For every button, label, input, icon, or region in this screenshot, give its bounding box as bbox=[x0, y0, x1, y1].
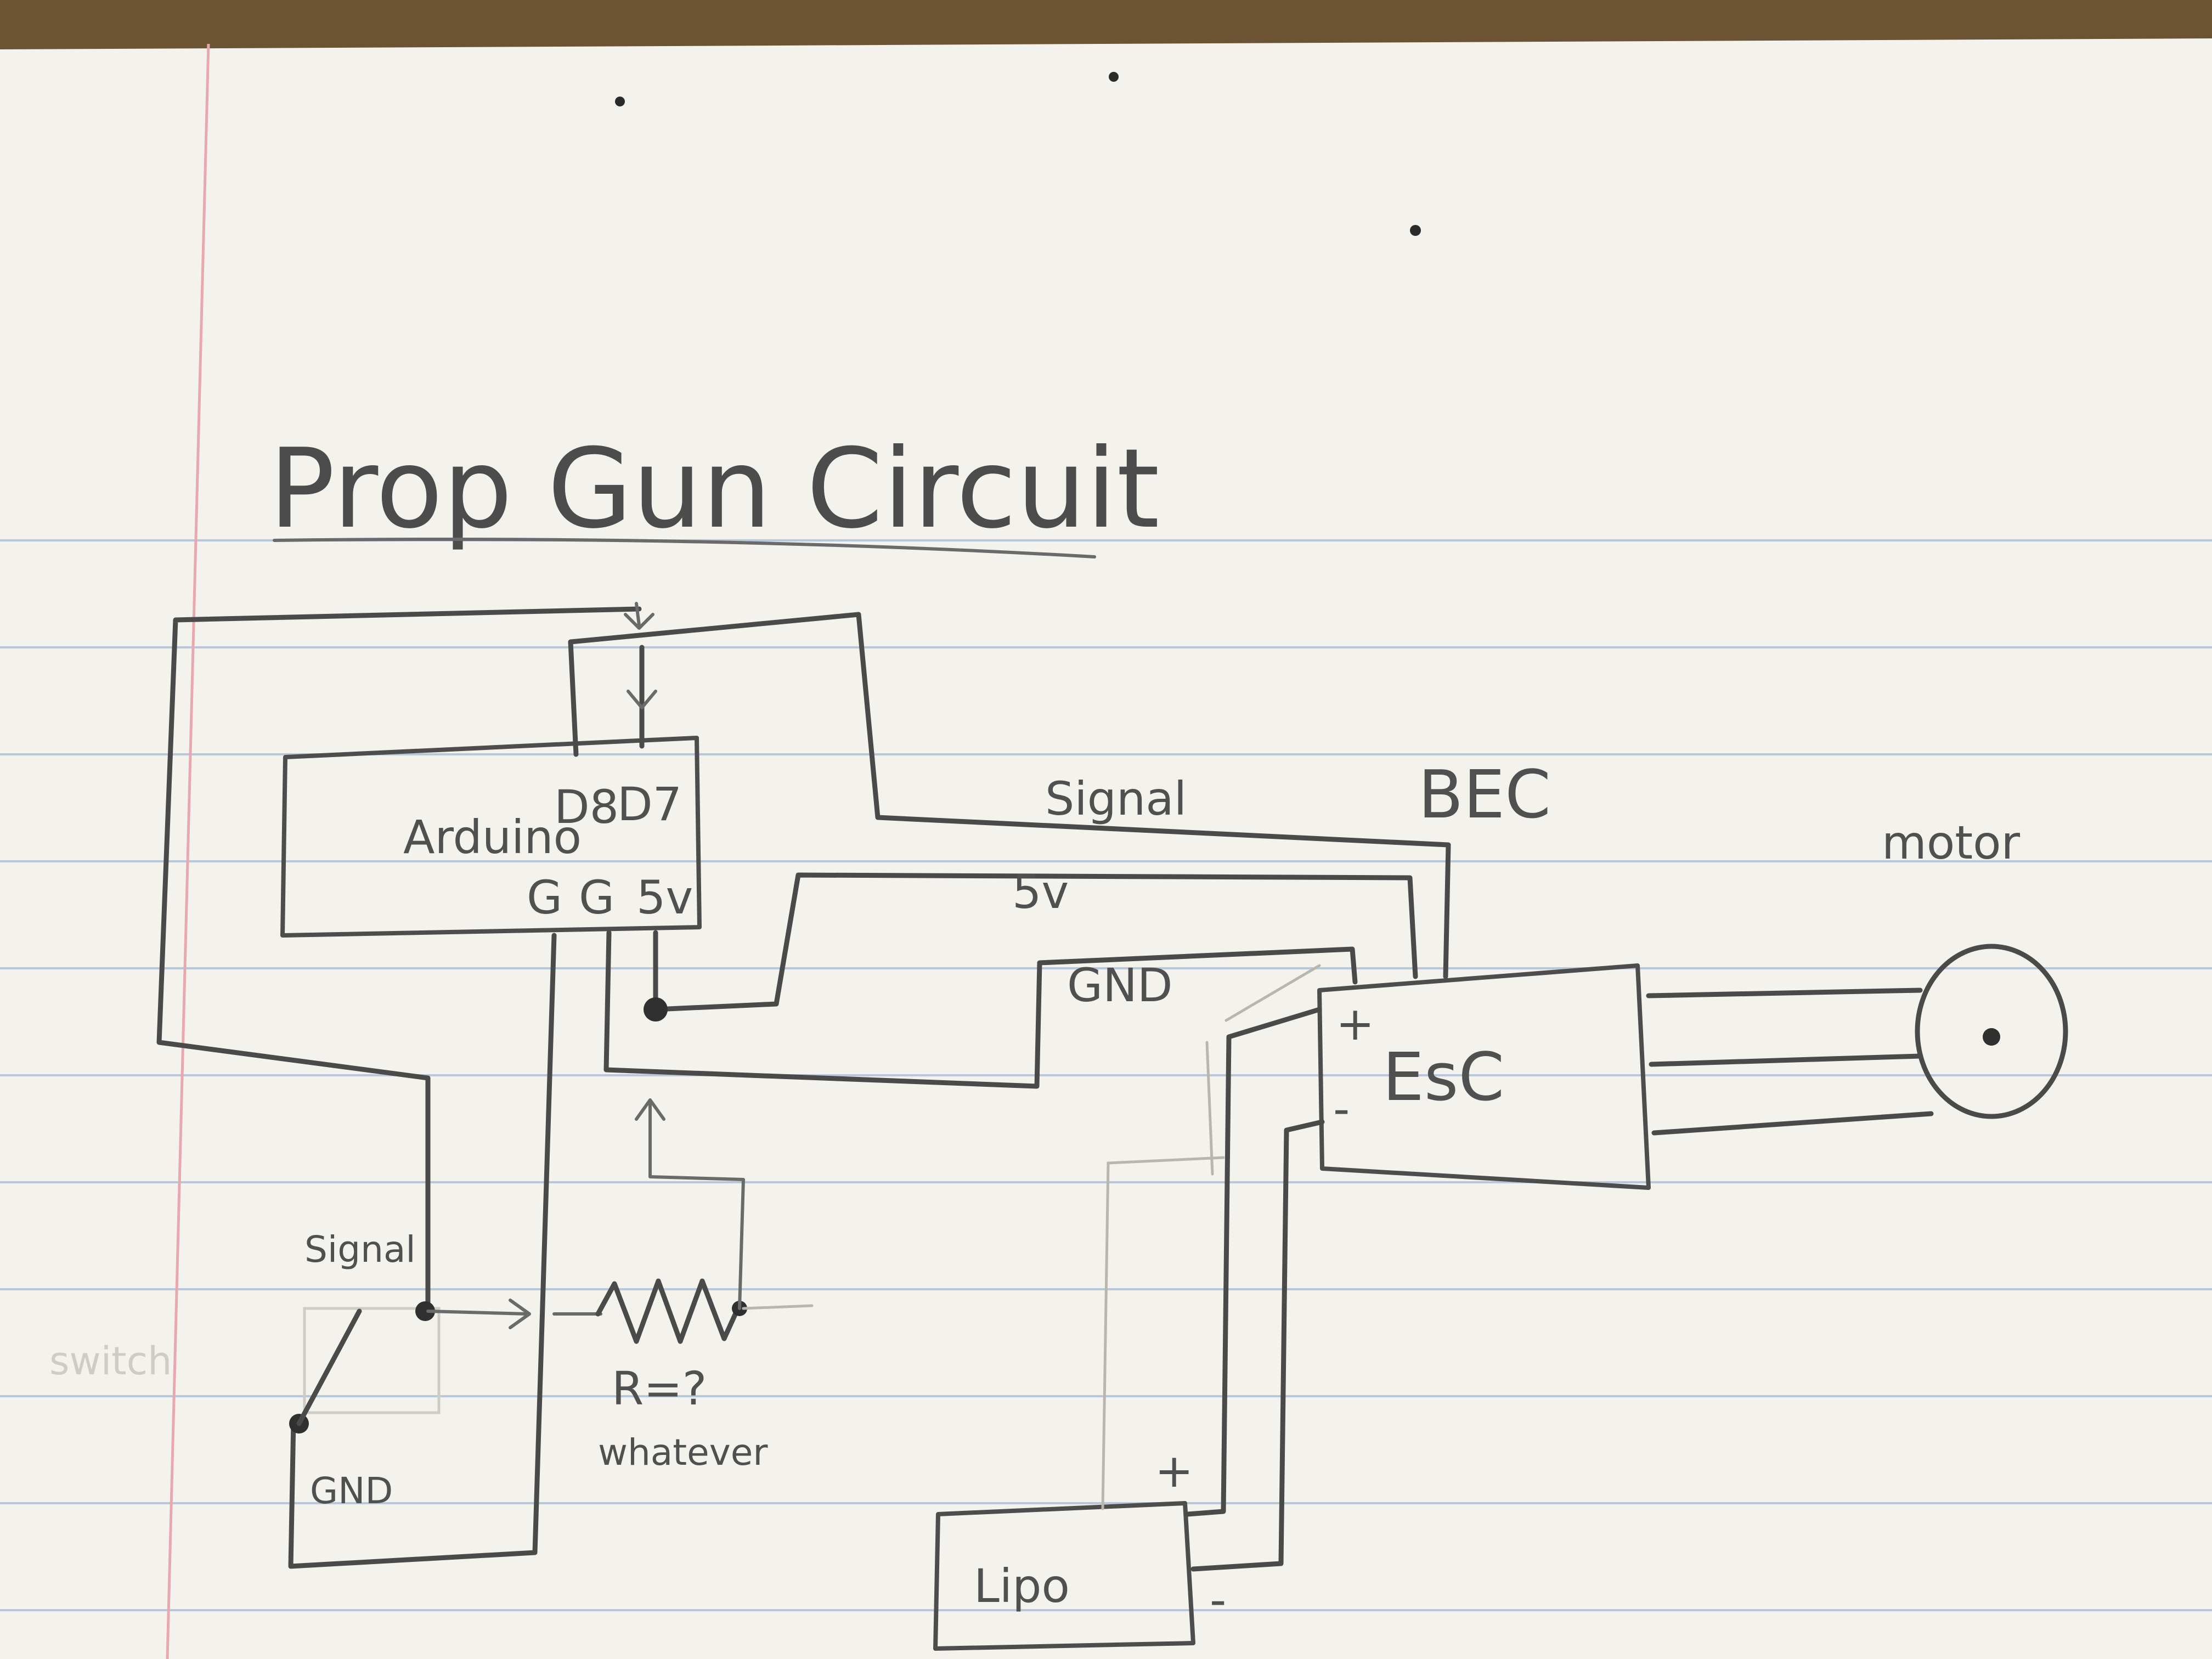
motor-circle bbox=[1915, 944, 2068, 1119]
wire-gnd bbox=[603, 930, 1358, 1089]
gnd-wire-label: GND bbox=[1067, 958, 1173, 1012]
resistor-value-label: R=? bbox=[612, 1362, 707, 1415]
motor-shaft bbox=[1983, 1028, 2000, 1046]
arduino-box bbox=[280, 736, 702, 938]
esc-box bbox=[1317, 963, 1651, 1190]
pin-g1-label: G bbox=[527, 871, 562, 924]
paper-sheet bbox=[0, 38, 2212, 1659]
arduino-label: Arduino bbox=[403, 810, 582, 864]
five-v-wire-label: 5v bbox=[1012, 865, 1069, 919]
bec-label: BEC bbox=[1418, 757, 1551, 833]
diagram-title: Prop Gun Circuit bbox=[269, 425, 1160, 553]
arrow-d7 bbox=[627, 690, 657, 709]
pin-d8-label: D8 bbox=[554, 780, 619, 834]
wire-switch-to-resistor bbox=[426, 1310, 528, 1316]
paper-dot-2 bbox=[1109, 72, 1119, 82]
paper-dot-1 bbox=[615, 97, 625, 106]
wire-lipo-minus bbox=[1190, 1119, 1325, 1572]
arrow-to-resistor-1 bbox=[509, 1299, 531, 1329]
switch-faint-label: switch bbox=[49, 1339, 172, 1384]
pin-g2-label: G bbox=[579, 871, 614, 924]
switch-faint-box bbox=[303, 1307, 441, 1414]
switch-lever bbox=[296, 1308, 362, 1426]
wire-5v bbox=[653, 872, 1418, 1012]
paper-dot-3 bbox=[1410, 225, 1421, 236]
motor-wire-3 bbox=[1651, 1111, 1934, 1136]
signal-wire-label: Signal bbox=[1045, 772, 1187, 826]
switch-contact-top bbox=[415, 1301, 435, 1321]
wire-resistor-to-5v bbox=[648, 1101, 745, 1310]
lipo-minus-label: - bbox=[1210, 1573, 1226, 1627]
resistor bbox=[595, 1278, 741, 1344]
erased-line-2 bbox=[1205, 1041, 1214, 1176]
resistor-note-label: whatever bbox=[598, 1431, 768, 1474]
motor-wire-2 bbox=[1649, 1053, 1923, 1067]
wire-d8-signal bbox=[568, 612, 1451, 979]
esc-minus-label: - bbox=[1333, 1082, 1350, 1136]
margin-line bbox=[166, 43, 210, 1659]
motor-wire-1 bbox=[1646, 988, 1923, 998]
title-underline bbox=[273, 538, 1096, 558]
lipo-label: Lipo bbox=[974, 1559, 1070, 1613]
lipo-plus-label: + bbox=[1155, 1444, 1193, 1498]
pin-5v-label: 5v bbox=[636, 871, 693, 924]
pin-d7-label: D7 bbox=[617, 777, 682, 831]
erased-line-1 bbox=[1101, 1156, 1225, 1510]
erased-line-3 bbox=[1224, 964, 1321, 1022]
esc-label: EsC bbox=[1383, 1040, 1504, 1116]
motor-label: motor bbox=[1882, 816, 2021, 870]
arrow-to-5v bbox=[635, 1098, 665, 1121]
esc-plus-label: + bbox=[1336, 997, 1374, 1051]
switch-gnd-label: GND bbox=[310, 1470, 393, 1512]
resistor-faint-tail bbox=[742, 1304, 814, 1310]
wire-lipo-plus bbox=[1185, 1007, 1322, 1517]
junction-5v bbox=[644, 997, 668, 1022]
wire-gnd-to-switch bbox=[288, 933, 557, 1569]
arrow-d7-top bbox=[624, 602, 654, 630]
switch-signal-label: Signal bbox=[304, 1228, 416, 1271]
wire-switch-to-d7 bbox=[156, 606, 642, 1314]
